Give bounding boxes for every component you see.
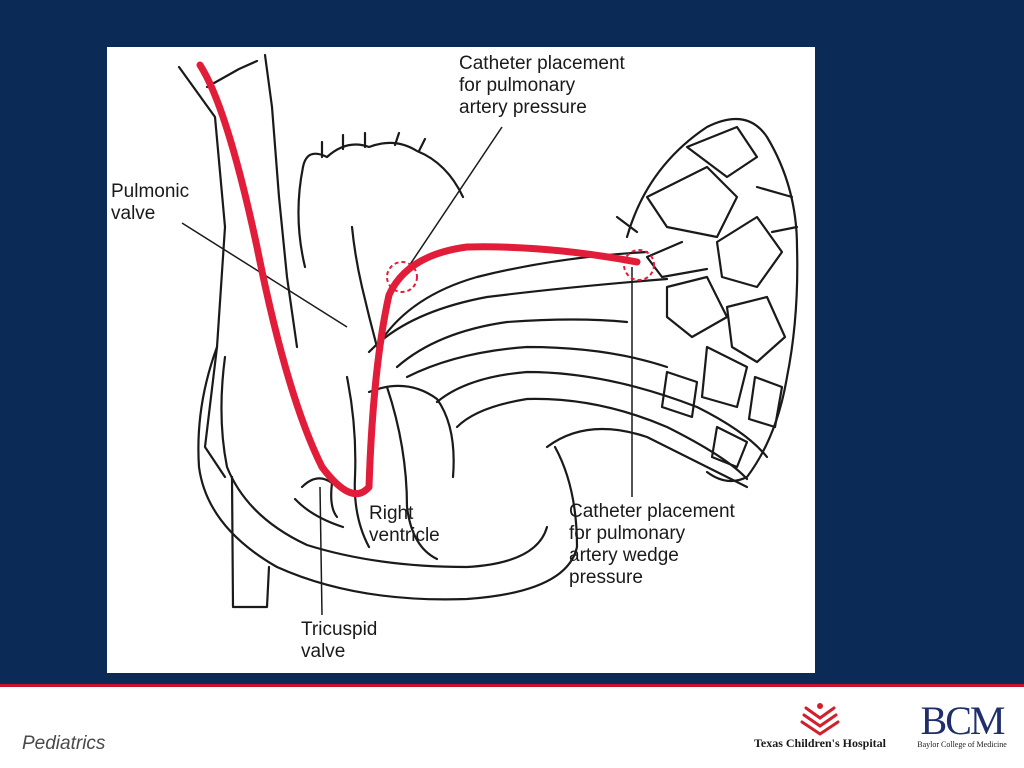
footer-section-title: Pediatrics xyxy=(22,733,106,754)
label-line: valve xyxy=(301,641,346,662)
label-right-ventricle: Right ventricle xyxy=(369,503,440,547)
label-catheter-pa-pressure: Catheter placement for pulmonary artery … xyxy=(459,53,625,119)
label-line: Pulmonic xyxy=(111,181,190,202)
footer-divider xyxy=(0,684,1024,687)
label-line: Right xyxy=(369,503,414,524)
tch-logo-text: Texas Children's Hospital xyxy=(753,736,887,750)
pulmonary-artery-outline xyxy=(350,225,649,349)
tch-heart-icon xyxy=(800,703,840,736)
label-line: for pulmonary xyxy=(569,523,686,544)
label-line: artery wedge xyxy=(569,545,679,566)
marker-pa-pressure xyxy=(386,261,418,293)
lung-network xyxy=(625,117,799,483)
vena-cava-outline xyxy=(177,65,227,479)
heart-outer-outline xyxy=(197,345,579,601)
label-line: ventricle xyxy=(369,525,440,546)
heart-catheter-diagram: Catheter placement for pulmonary artery … xyxy=(107,47,815,673)
label-line: Catheter placement xyxy=(569,501,735,522)
label-catheter-wedge-pressure: Catheter placement for pulmonary artery … xyxy=(569,501,735,589)
label-line: valve xyxy=(111,203,156,224)
bcm-logo-mark: BCM xyxy=(920,698,1006,743)
label-tricuspid-valve: Tricuspid valve xyxy=(301,619,377,663)
label-line: artery pressure xyxy=(459,97,587,118)
bcm-logo-text: Baylor College of Medicine xyxy=(917,740,1007,749)
heart-illustration xyxy=(177,53,799,616)
aorta-outline xyxy=(301,141,465,199)
label-pulmonic-valve: Pulmonic valve xyxy=(111,181,189,225)
label-line: for pulmonary xyxy=(459,75,576,96)
label-line: Tricuspid xyxy=(301,619,378,640)
pointer-catheter-pa xyxy=(406,126,503,270)
label-line: pressure xyxy=(569,567,643,588)
texas-childrens-logo: Texas Children's Hospital xyxy=(740,702,900,756)
label-line: Catheter placement xyxy=(459,53,625,74)
catheter-line xyxy=(196,61,641,498)
bcm-logo: BCM Baylor College of Medicine xyxy=(906,700,1018,756)
pointer-tricuspid xyxy=(319,486,323,616)
marker-wedge-pressure xyxy=(623,249,655,281)
